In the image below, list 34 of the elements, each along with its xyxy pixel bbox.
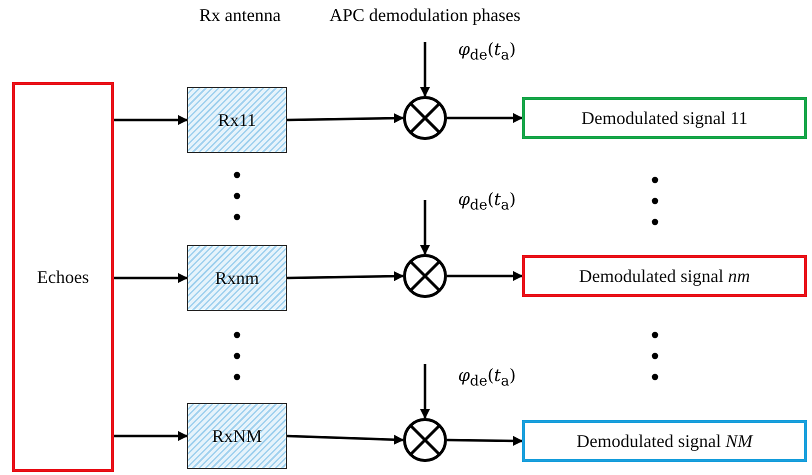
node-text: Demodulated signal 11 <box>581 108 748 128</box>
node-text: Echoes <box>37 266 89 288</box>
mixer-symbol <box>403 418 447 462</box>
phase-formula: φ$_{de}$(t$_{a}$) <box>458 40 516 64</box>
node-text: Rx11 <box>218 110 256 130</box>
arrow <box>286 271 404 282</box>
arrow <box>420 200 430 255</box>
signal-box <box>522 255 807 297</box>
arrow <box>446 436 523 446</box>
mixer-symbol <box>403 254 447 298</box>
arrow <box>286 434 404 445</box>
column-heading: APC demodulation phases <box>330 5 520 26</box>
phase-formula: φ$_{de}$(t$_{a}$) <box>458 366 516 390</box>
arrow <box>447 113 523 123</box>
antenna-box <box>187 87 287 153</box>
arrow <box>114 115 188 125</box>
node-text: RxNM <box>212 426 262 446</box>
node-text: Demodulated signal nm <box>579 266 750 286</box>
arrow <box>420 42 430 97</box>
mixer-symbol <box>403 96 447 140</box>
arrow <box>114 273 188 283</box>
antenna-box <box>187 245 287 311</box>
signal-box <box>522 97 807 139</box>
signal-box <box>12 82 114 472</box>
arrow <box>286 113 404 124</box>
phase-formula: φ$_{de}$(t$_{a}$) <box>458 190 516 214</box>
node-text: Rxnm <box>214 268 259 288</box>
arrow <box>114 431 188 441</box>
signal-box <box>522 420 807 462</box>
column-heading: Rx antenna <box>199 5 281 26</box>
node-text: Demodulated signal NM <box>576 430 752 452</box>
antenna-box <box>187 403 287 469</box>
arrow <box>447 271 523 281</box>
arrow <box>420 364 430 419</box>
